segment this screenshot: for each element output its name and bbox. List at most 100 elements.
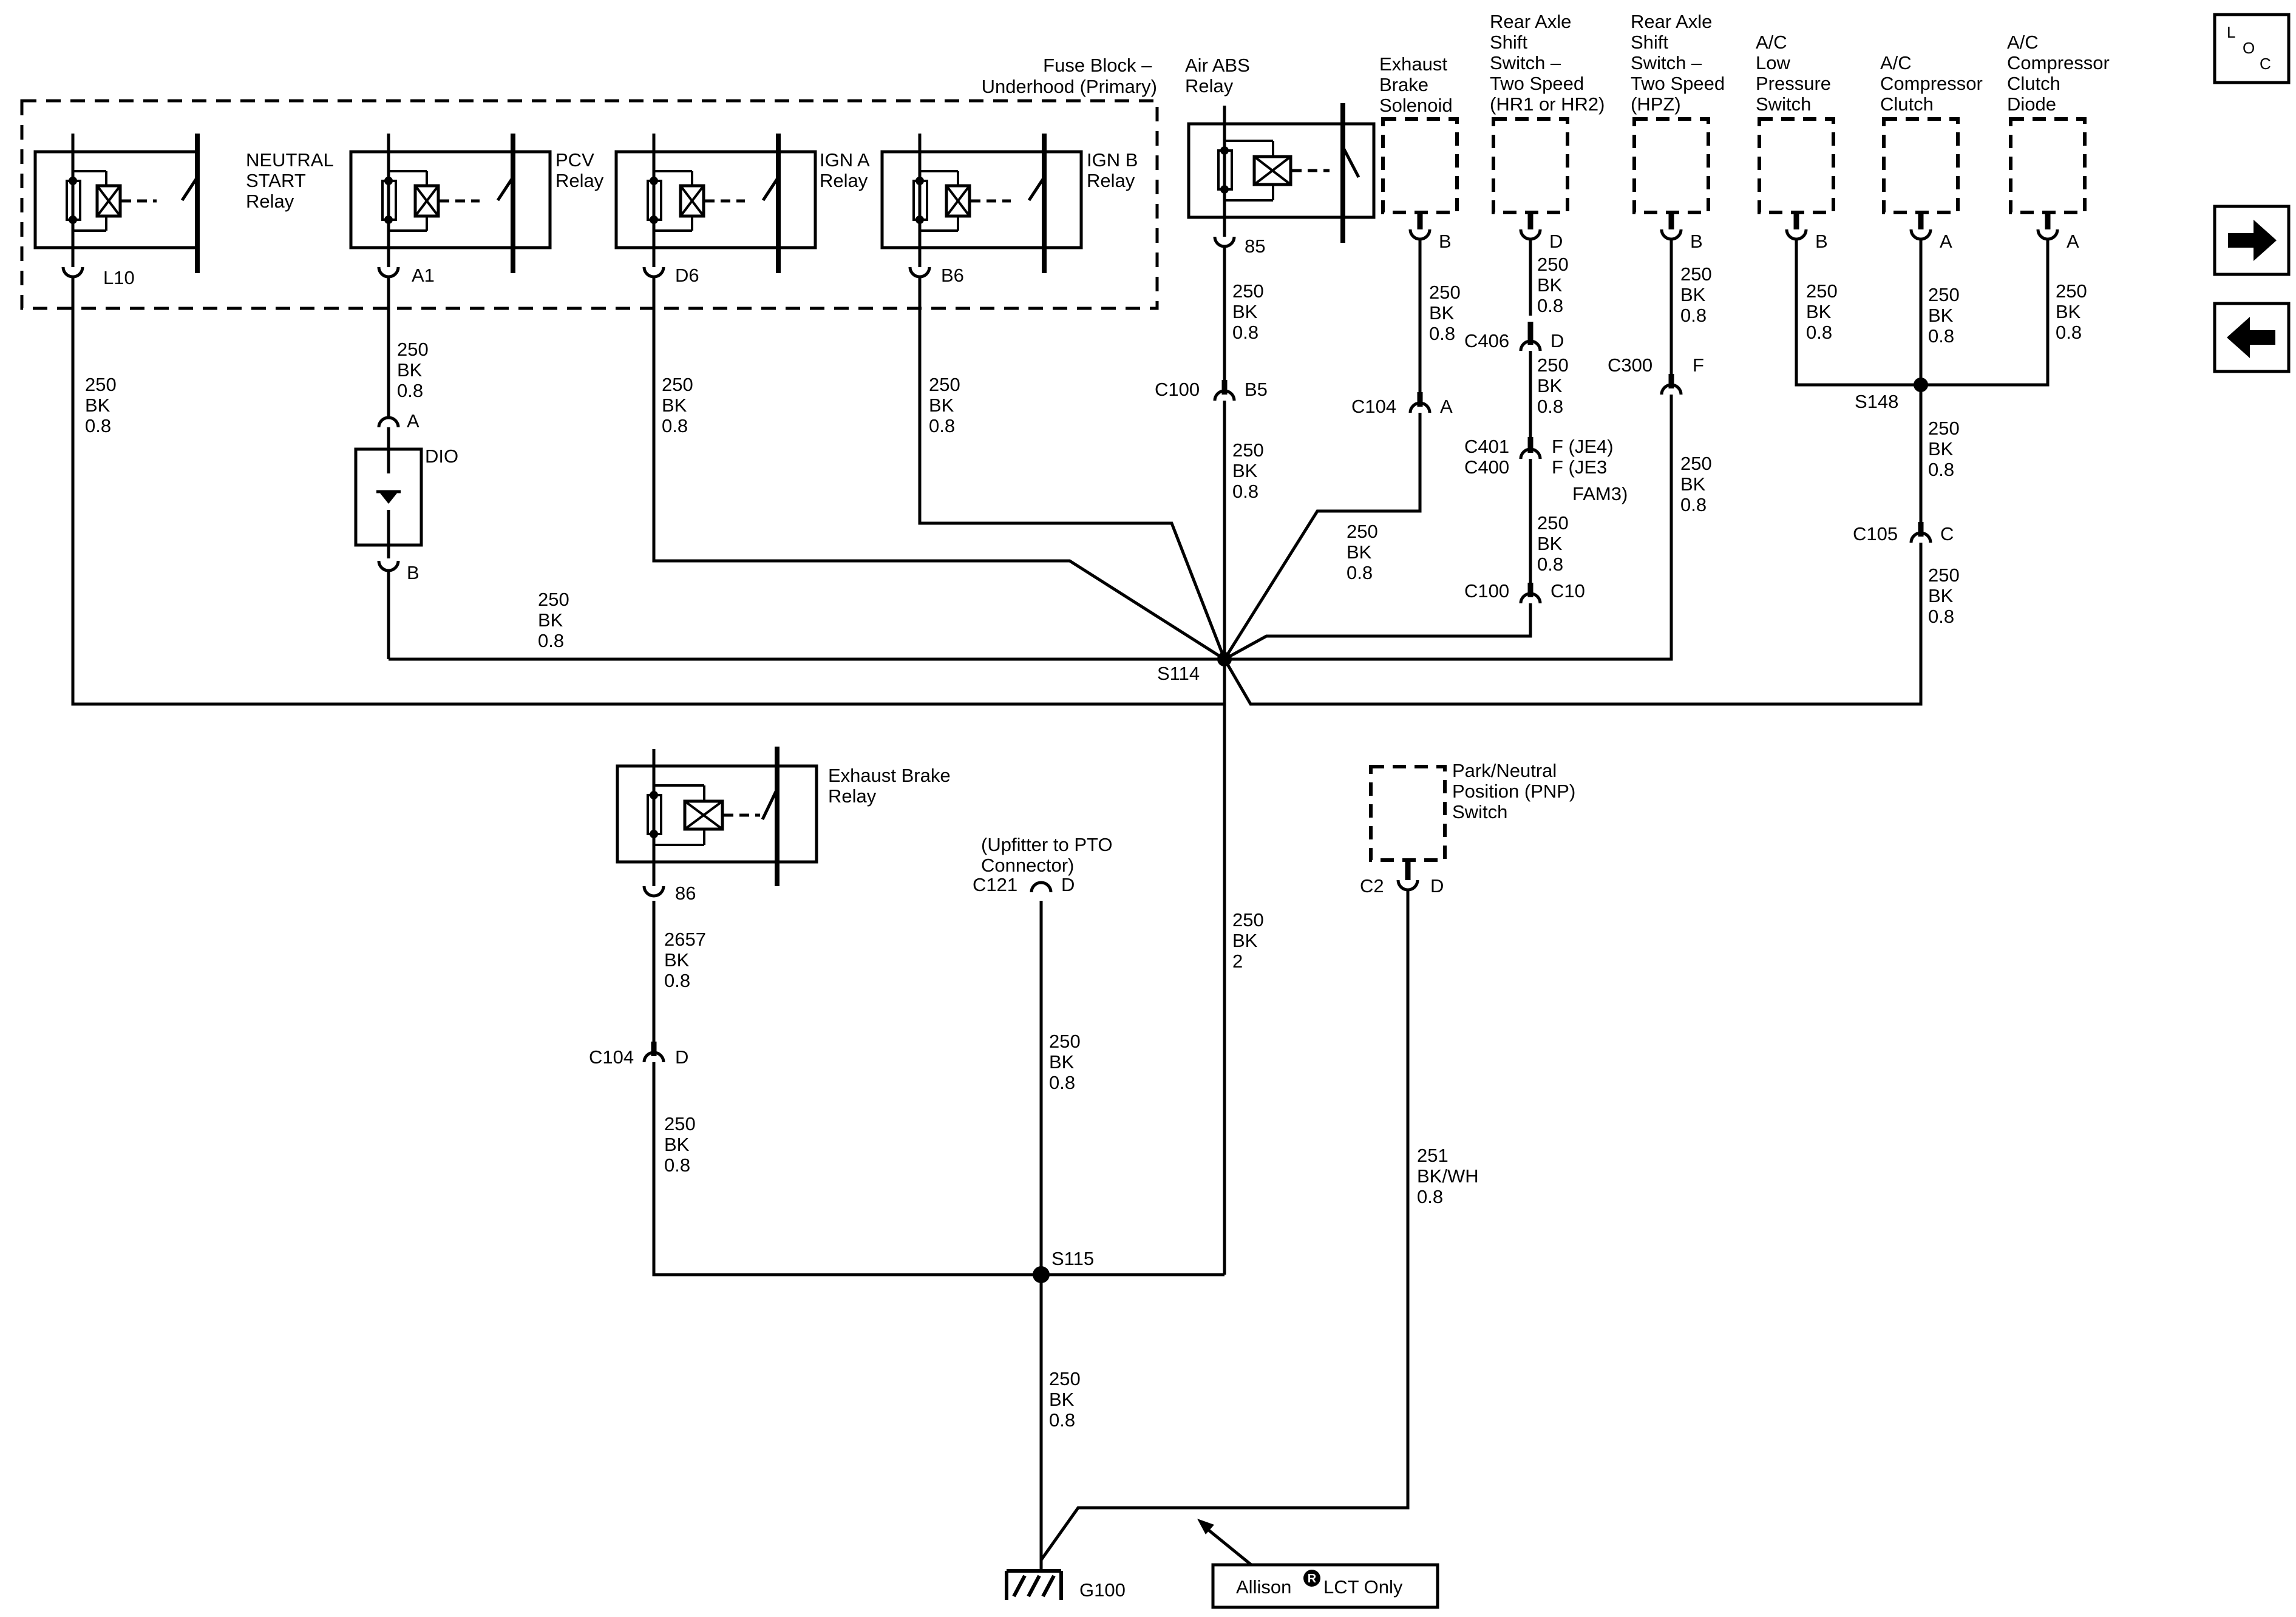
splice-s115 xyxy=(1033,1266,1050,1283)
exhaust-brake-relay-label: Exhaust Brake Relay xyxy=(828,765,956,807)
previous-page-button[interactable] xyxy=(2213,302,2291,373)
component-stems xyxy=(1405,212,2051,880)
wire-label-d6: 250 BK 0.8 xyxy=(662,374,698,436)
wire-label-exhaust-relay-1: 2657 BK 0.8 xyxy=(664,929,712,991)
pin-86: 86 xyxy=(675,883,696,904)
loc-button[interactable]: L O C xyxy=(2213,13,2291,84)
pin-b6: B6 xyxy=(941,265,964,286)
wire-label-ac-diode: 250 BK 0.8 xyxy=(2056,280,2092,343)
pto-connector: (Upfitter to PTO Connector) C121 D xyxy=(973,834,1118,895)
rear-axle-switch-hpz-label: Rear Axle Shift Switch – Two Speed (HPZ) xyxy=(1631,11,1730,115)
pin-ac-low: B xyxy=(1815,231,1828,252)
wire-label-l10: 250 BK 0.8 xyxy=(85,374,121,436)
wire-label-s114-down: 250 BK 2 xyxy=(1232,909,1269,972)
dashed-components xyxy=(1369,117,2087,862)
pin-85: 85 xyxy=(1245,236,1265,257)
air-abs-relay-label: Air ABS Relay xyxy=(1185,55,1255,97)
conn-c406-pin-d: D xyxy=(1550,330,1564,351)
s114-label: S114 xyxy=(1157,663,1200,684)
s115-label: S115 xyxy=(1051,1248,1094,1269)
conn-c2: C2 xyxy=(1360,875,1384,897)
wire-label-dio-out: 250 BK 0.8 xyxy=(538,589,574,651)
ign-a-relay: IGN A Relay xyxy=(614,134,874,273)
conn-c104-relay: C104 xyxy=(589,1046,634,1068)
neutral-start-relay-label: NEUTRAL START Relay xyxy=(246,149,338,212)
pin-l10: L10 xyxy=(103,267,135,288)
wire-label-air-abs-2: 250 BK 0.8 xyxy=(1232,439,1269,502)
loc-letter-l: L xyxy=(2227,23,2235,41)
ac-compressor-clutch-diode-label: A/C Compressor Clutch Diode xyxy=(2007,32,2114,115)
pcv-relay: PCV Relay xyxy=(349,134,604,273)
conn-c105-pin-c: C xyxy=(1940,523,1954,544)
wire-label-exhaust-sol-1: 250 BK 0.8 xyxy=(1429,282,1466,344)
diode-dio: DIO A B xyxy=(354,410,458,583)
inline-connector-pins xyxy=(651,322,1924,1056)
ign-b-relay-label: IGN B Relay xyxy=(1087,149,1143,191)
wire-label-ac-low: 250 BK 0.8 xyxy=(1806,280,1843,343)
splice-s148 xyxy=(1914,378,1928,392)
wire-label-air-abs-1: 250 BK 0.8 xyxy=(1232,280,1269,343)
ign-b-relay: IGN B Relay xyxy=(880,134,1143,273)
wire-label-rear-axle-2b: 250 BK 0.8 xyxy=(1680,453,1717,515)
fuse-block-outline xyxy=(20,99,1159,310)
conn-c100-rear: C100 xyxy=(1464,580,1509,602)
pin-a1: A1 xyxy=(412,265,435,286)
wire-label-exhaust-relay-2: 250 BK 0.8 xyxy=(664,1113,701,1176)
wire-label-rear-axle-1b: 250 BK 0.8 xyxy=(1537,354,1574,417)
conn-c406: C406 xyxy=(1464,330,1509,351)
conn-c104-sol: C104 xyxy=(1351,396,1396,417)
fuse-relay-connectors xyxy=(61,266,931,279)
pin-ac-clutch: A xyxy=(1940,231,1952,252)
arrow-left-icon xyxy=(2227,317,2275,358)
pnp-switch-label: Park/Neutral Position (PNP) Switch xyxy=(1452,760,1581,822)
conn-c2-pin-d: D xyxy=(1430,875,1444,897)
pto-label: (Upfitter to PTO Connector) xyxy=(981,834,1118,876)
ac-low-pressure-switch-label: A/C Low Pressure Switch xyxy=(1756,32,1836,115)
wire-label-a1: 250 BK 0.8 xyxy=(397,339,433,401)
loc-letter-o: O xyxy=(2243,39,2255,57)
s148-label: S148 xyxy=(1855,391,1898,412)
pin-rear-axle-2: B xyxy=(1690,231,1703,252)
wire-label-s115: 250 BK 0.8 xyxy=(1049,1368,1085,1431)
registered-mark-icon xyxy=(1303,1570,1320,1587)
wire-label-s148-2: 250 BK 0.8 xyxy=(1928,564,1965,627)
conn-c401-c400: C401 C400 xyxy=(1464,436,1515,478)
conn-c104-pin-a: A xyxy=(1440,396,1453,417)
wire-label-ac-clutch: 250 BK 0.8 xyxy=(1928,284,1965,347)
allison-text: Allison xyxy=(1236,1576,1291,1598)
dio-label: DIO xyxy=(425,446,458,467)
splice-s114 xyxy=(1217,652,1232,666)
neutral-start-relay: NEUTRAL START Relay xyxy=(33,134,338,273)
conn-c300: C300 xyxy=(1608,354,1652,376)
wire-label-s148-1: 250 BK 0.8 xyxy=(1928,418,1965,480)
inline-connectors xyxy=(642,339,1932,1063)
next-page-button[interactable] xyxy=(2213,205,2291,276)
pin-d6: D6 xyxy=(675,265,699,286)
conn-c100-air: C100 xyxy=(1155,379,1200,400)
pcv-relay-label: PCV Relay xyxy=(555,149,604,191)
wire-label-b6: 250 BK 0.8 xyxy=(929,374,965,436)
dio-pin-b: B xyxy=(407,562,419,583)
conn-c100-pin-c10: C10 xyxy=(1550,580,1585,602)
wire-label-rear-axle-1a: 250 BK 0.8 xyxy=(1537,254,1574,316)
registered-mark-text: R xyxy=(1308,1572,1317,1585)
air-abs-relay: Air ABS Relay 85 xyxy=(1185,55,1376,257)
ground-g100-icon xyxy=(1005,1569,1063,1600)
loc-letter-c: C xyxy=(2260,55,2271,73)
conn-c121-pin-d: D xyxy=(1061,874,1075,895)
rear-axle-switch-hr-label: Rear Axle Shift Switch – Two Speed (HR1 … xyxy=(1490,11,1605,115)
pin-ac-diode: A xyxy=(2067,231,2079,252)
exhaust-brake-solenoid-label: Exhaust Brake Solenoid xyxy=(1379,53,1453,116)
conn-c104-pin-d: D xyxy=(675,1046,688,1068)
conn-c105: C105 xyxy=(1853,523,1898,544)
lct-only-text: LCT Only xyxy=(1323,1576,1403,1598)
dio-pin-a: A xyxy=(407,410,419,432)
wire-label-exhaust-sol-2: 250 BK 0.8 xyxy=(1347,521,1383,583)
ground-label: G100 xyxy=(1079,1579,1126,1601)
pin-exhaust-sol: B xyxy=(1439,231,1452,252)
wires xyxy=(71,239,2050,1571)
wire-label-rear-axle-2a: 250 BK 0.8 xyxy=(1680,263,1717,326)
ign-a-relay-label: IGN A Relay xyxy=(820,149,874,191)
conn-c300-pin-f: F xyxy=(1693,354,1704,376)
